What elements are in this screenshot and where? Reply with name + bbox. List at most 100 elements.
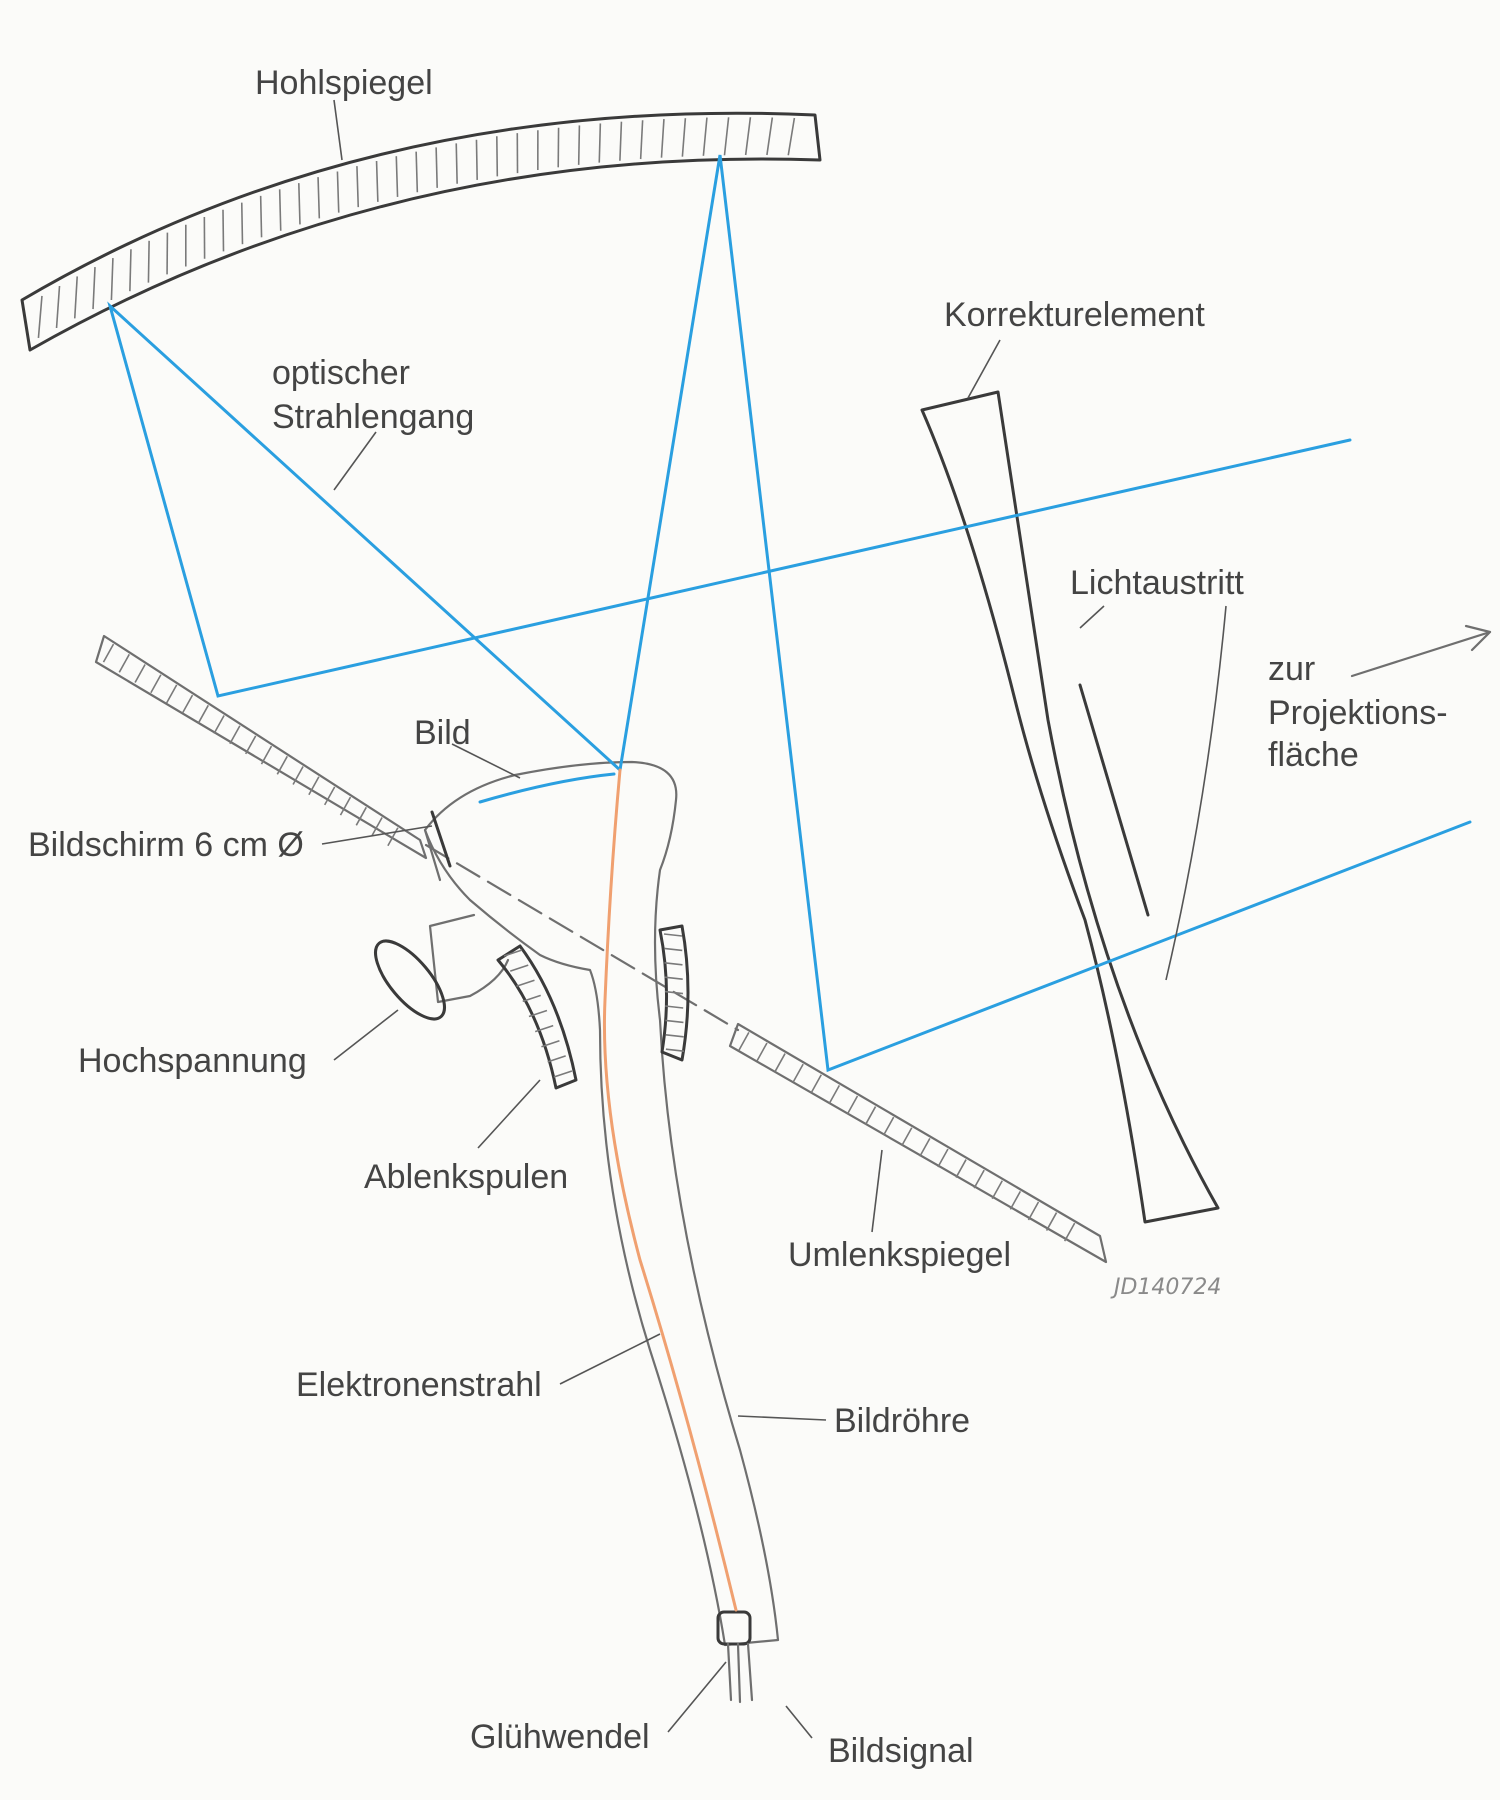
optical-ray-path [107,154,1472,1073]
label-bildschirm: Bildschirm 6 cm Ø [28,826,304,864]
concave-mirror [20,111,822,352]
hatch-stroke [864,1106,877,1125]
hatch-stroke [276,755,288,775]
hatch-stroke [665,1005,684,1009]
label-bildroehre: Bildröhre [834,1402,970,1440]
label-projektions: Projektions- [1268,694,1448,732]
ray-screen-to-concave-mirror [107,301,1352,772]
label-optischer: optischer [272,354,410,392]
hatch-stroke [534,1024,554,1033]
hatch-stroke [702,117,708,156]
hatch-stroke [297,183,301,225]
label-bildsignal: Bildsignal [828,1732,974,1770]
image-on-screen [478,772,616,804]
label-gluehwendel: Glühwendel [470,1718,650,1756]
hatch-stroke [522,994,541,1003]
hatch-stroke [395,156,399,197]
label-bild: Bild [414,714,471,752]
hatch-stroke [919,1137,931,1157]
hatch-stroke [323,786,336,806]
hatch-stroke [664,962,683,966]
hatch-stroke [222,209,225,252]
hatch-stroke [73,276,78,319]
hatch-stroke [355,806,367,826]
hatch-stroke [516,979,535,987]
correction-element [920,390,1220,1224]
hatch-stroke [415,151,419,193]
hatch-stroke [774,1053,786,1072]
label-lichtaustritt: Lichtaustritt [1070,564,1244,602]
ray-screen-to-mirror-top [618,154,1472,1073]
hatch-stroke [147,240,150,283]
hatch-stroke [129,249,132,292]
folding-mirror-hatching [102,643,1076,1242]
hatch-stroke [339,796,352,816]
hatch-stroke [639,120,644,160]
hatch-stroke [528,1009,548,1018]
hatch-stroke [292,766,304,785]
hatch-stroke [150,674,162,694]
hatch-stroke [259,195,263,238]
hatch-stroke [665,1048,685,1052]
label-korrekturelement: Korrekturelement [944,296,1205,334]
hatch-stroke [846,1095,859,1115]
hatch-stroke [356,166,360,208]
hatch-stroke [664,947,683,952]
electron-beam [602,768,738,1612]
hatch-stroke [181,694,194,714]
hatch-stroke [110,258,114,300]
hatch-stroke [260,745,273,765]
hatch-stroke [102,643,115,663]
hatch-stroke [37,295,43,338]
hatch-stroke [810,1074,822,1094]
hatch-stroke [882,1116,895,1136]
hatch-stroke [901,1127,913,1147]
hatch-stroke [681,118,687,157]
hatch-stroke [828,1084,841,1104]
hatch-stroke [937,1148,949,1168]
hatch-stroke [496,136,499,177]
hatch-stroke [134,664,146,683]
label-zur: zur [1268,650,1315,688]
hatch-stroke [213,715,225,734]
hatch-stroke [660,119,665,158]
hatch-stroke [738,1031,750,1051]
projection-arrow [1350,624,1492,678]
hatch-stroke [541,1039,560,1048]
deflection-coil-hatching [503,933,685,1078]
signature: JD140724 [1110,1275,1221,1300]
hatch-stroke [665,1019,684,1024]
label-umlenkspiegel: Umlenkspiegel [788,1236,1011,1274]
label-elektronenstrahl: Elektronenstrahl [296,1366,542,1404]
hatch-stroke [973,1169,985,1189]
hatch-stroke [244,735,257,755]
hatch-stroke [1045,1212,1058,1231]
hatch-stroke [663,933,683,937]
hatch-stroke [744,117,752,156]
hatch-stroke [336,171,340,213]
hatch-stroke [455,143,458,184]
hatch-stroke [553,1070,573,1078]
hatch-stroke [55,285,61,329]
label-hochspannung: Hochspannung [78,1042,307,1080]
hatch-stroke [387,827,399,847]
picture-tube [374,760,780,1704]
hatch-stroke [92,267,96,310]
label-strahlengang: Strahlengang [272,398,474,436]
hatch-stroke [665,1034,684,1038]
hatch-stroke [375,160,379,202]
hatch-stroke [547,1055,566,1063]
hatch-stroke [118,653,130,673]
hatch-stroke [165,684,178,704]
hatch-stroke [792,1063,804,1083]
hatch-stroke [577,125,581,165]
label-flaeche: fläche [1268,736,1359,774]
hatch-stroke [435,147,438,188]
hatch-stroke [278,189,282,231]
hatch-stroke [509,964,529,972]
hatch-stroke [308,776,320,796]
leader-lines [321,99,1227,1739]
hatch-stroke [766,117,774,156]
hatch-stroke [619,121,623,161]
hatch-stroke [240,202,244,245]
